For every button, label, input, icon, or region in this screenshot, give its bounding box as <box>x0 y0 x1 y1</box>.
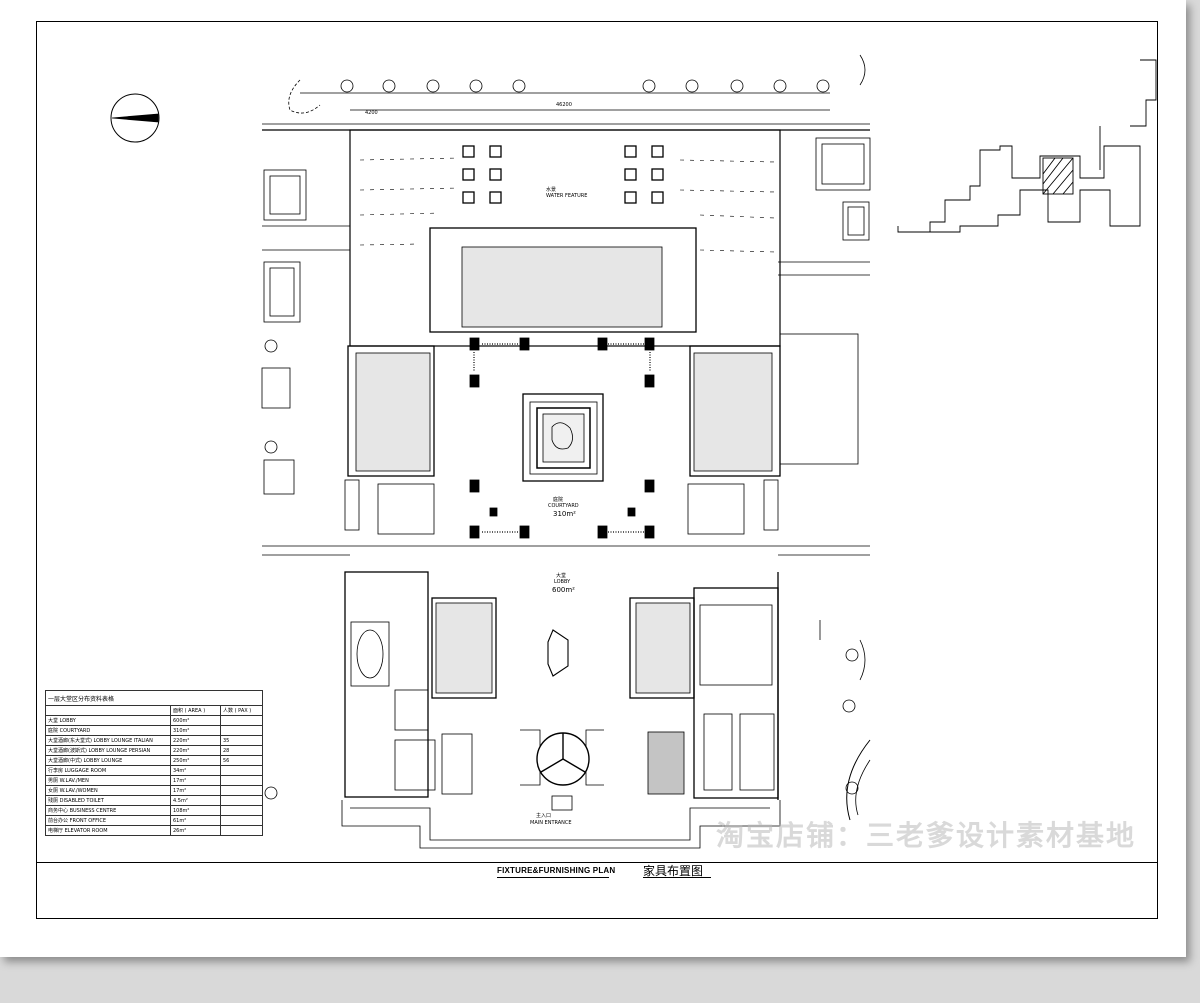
schedule-cell-area: 61m² <box>170 815 221 826</box>
lobby-label-cn: 大堂 <box>556 573 567 579</box>
schedule-cell-area: 4.5m² <box>170 795 221 806</box>
schedule-cell-area: 600m² <box>170 715 221 726</box>
bay-dimension: 4200 <box>365 110 378 116</box>
schedule-cell-pax <box>220 815 263 826</box>
schedule-cell-area: 250m² <box>170 755 221 766</box>
schedule-cell-name: 大堂酒廊(波斯式) LOBBY LOUNGE PERSIAN <box>45 745 171 756</box>
schedule-cell-pax <box>220 775 263 786</box>
schedule-cell-pax: 35 <box>220 735 263 746</box>
schedule-cell-name: 残厕 DISABLED TOILET <box>45 795 171 806</box>
schedule-cell-pax <box>220 725 263 736</box>
schedule-cell-pax: 56 <box>220 755 263 766</box>
main-entrance-label-en: MAIN ENTRANCE <box>530 820 572 826</box>
schedule-cell-area: 220m² <box>170 735 221 746</box>
schedule-header: 人数 ( PAX ) <box>220 705 263 716</box>
courtyard-area: 310m² <box>553 510 576 518</box>
schedule-cell-name: 电梯厅 ELEVATOR ROOM <box>45 825 171 836</box>
schedule-cell-area: 17m² <box>170 775 221 786</box>
lobby-label-en: LOBBY <box>554 579 571 585</box>
schedule-cell-area: 26m² <box>170 825 221 836</box>
schedule-title: 一层大堂区分布资料表格 <box>45 690 263 706</box>
schedule-cell-name: 男厕 W.LAV./MEN <box>45 775 171 786</box>
schedule-cell-area: 34m² <box>170 765 221 776</box>
overall-dimension: 46200 <box>556 102 572 108</box>
schedule-header: 面积 ( AREA ) <box>170 705 221 716</box>
drawing-frame <box>36 21 1158 919</box>
schedule-cell-pax <box>220 785 263 796</box>
schedule-cell-name: 大堂酒廊(中式) LOBBY LOUNGE <box>45 755 171 766</box>
schedule-cell-name: 商务中心 BUSINESS CENTRE <box>45 805 171 816</box>
drawing-title-cn: 家具布置图 <box>643 864 704 878</box>
key-plan <box>897 59 1157 233</box>
water-feature-blocks <box>462 145 664 204</box>
revolving-door <box>536 732 590 786</box>
schedule-cell-pax: 28 <box>220 745 263 756</box>
schedule-cell-pax <box>220 805 263 816</box>
schedule-cell-name: 大堂 LOBBY <box>45 715 171 726</box>
area-schedule-table: 一层大堂区分布资料表格 面积 ( AREA ) 人数 ( PAX ) 大堂 LO… <box>45 690 263 836</box>
courtyard-label-cn: 庭院 <box>553 497 564 503</box>
title-underline-cn <box>643 877 711 878</box>
column-grid <box>469 337 655 539</box>
schedule-cell-area: 17m² <box>170 785 221 796</box>
schedule-cell-pax <box>220 715 263 726</box>
schedule-cell-area: 310m² <box>170 725 221 736</box>
schedule-cell-pax <box>220 795 263 806</box>
water-feature-label-en: WATER FEATURE <box>546 193 588 199</box>
schedule-cell-name: 前台办公 FRONT OFFICE <box>45 815 171 826</box>
schedule-cell-area: 108m² <box>170 805 221 816</box>
north-arrow-icon <box>110 93 160 143</box>
lobby-area: 600m² <box>552 586 575 594</box>
title-bar-line <box>36 862 1158 863</box>
courtyard-label-en: COURTYARD <box>548 503 579 509</box>
drawing-title-en: FIXTURE&FURNISHING PLAN <box>497 866 616 875</box>
schedule-cell-name: 大堂酒廊(东大堂式) LOBBY LOUNGE ITALIAN <box>45 735 171 746</box>
schedule-cell-name: 庭院 COURTYARD <box>45 725 171 736</box>
main-entrance-label-cn: 主入口 <box>536 813 552 819</box>
schedule-cell-name: 行李房 LUGGAGE ROOM <box>45 765 171 776</box>
title-underline <box>497 877 609 878</box>
schedule-cell-area: 220m² <box>170 745 221 756</box>
grid-axis-top <box>300 79 830 111</box>
water-feature-label-cn: 水景 <box>546 187 557 193</box>
schedule-cell-pax <box>220 765 263 776</box>
watermark: 淘宝店铺：三老爹设计素材基地 <box>716 819 1137 852</box>
schedule-header <box>45 705 171 716</box>
schedule-cell-name: 女厕 W.LAV./WOMEN <box>45 785 171 796</box>
schedule-cell-pax <box>220 825 263 836</box>
